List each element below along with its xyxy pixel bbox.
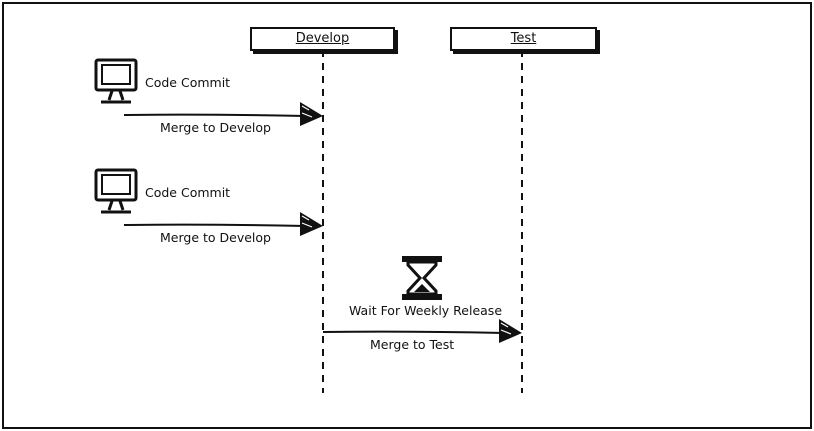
lane-header-test: Test xyxy=(450,27,597,51)
arrow-merge-develop-2 xyxy=(123,212,323,236)
lane-header-test-label: Test xyxy=(510,31,537,46)
actor-label-code-commit-2: Code Commit xyxy=(145,185,231,200)
hourglass-icon xyxy=(402,256,442,300)
message-label-merge-develop-1: Merge to Develop xyxy=(160,120,271,135)
lane-header-develop: Develop xyxy=(250,27,395,51)
arrow-merge-develop-1 xyxy=(123,102,323,126)
lane-header-develop-label: Develop xyxy=(295,31,350,46)
actor-label-code-commit-1: Code Commit xyxy=(145,75,231,90)
message-label-merge-develop-2: Merge to Develop xyxy=(160,230,271,245)
computer-monitor-icon xyxy=(94,58,138,104)
arrow-merge-test xyxy=(322,319,522,343)
message-label-merge-test: Merge to Test xyxy=(370,337,455,352)
wait-label-weekly-release: Wait For Weekly Release xyxy=(349,303,503,318)
computer-monitor-icon xyxy=(94,168,138,214)
